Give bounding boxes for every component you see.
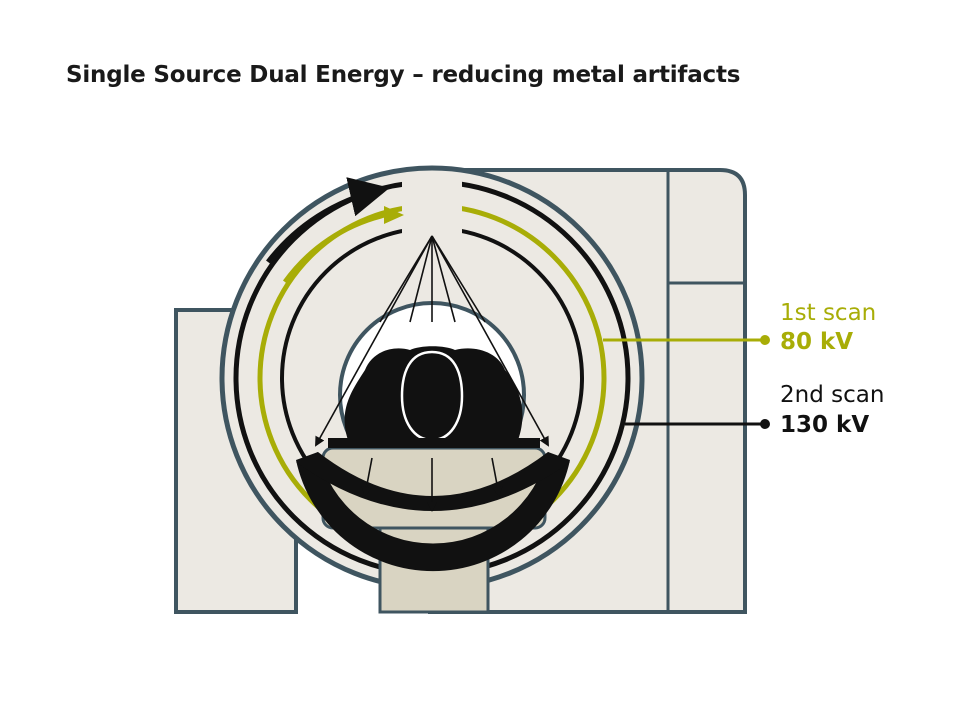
page-title: Single Source Dual Energy – reducing met… [66, 62, 741, 88]
x-ray-beam-arrow-icon [409, 235, 433, 323]
x-ray-beam-arrow-icon [491, 457, 503, 497]
x-ray-beam-arrow-icon [431, 235, 456, 323]
x-ray-beam [315, 235, 549, 512]
patient-body [344, 346, 523, 440]
scan2-label: 2nd scan [780, 382, 884, 408]
scan-direction-arrow-icon [282, 212, 386, 284]
scan2-value: 130 kV [780, 412, 869, 438]
x-ray-tube-source [402, 178, 462, 236]
scan1-value: 80 kV [780, 329, 853, 355]
x-ray-beam-arrow-icon [361, 457, 373, 497]
leader-dot-2nd-scan [760, 419, 770, 429]
x-ray-beam-arrow-icon [379, 235, 433, 323]
detector-arc [296, 452, 570, 572]
scan-direction-arrow-icon [266, 177, 390, 264]
table-pad [328, 438, 540, 448]
x-ray-beam-arrow-icon [431, 235, 549, 447]
x-ray-beam-arrow-icon [315, 235, 433, 447]
scan-direction-arrow-icon [384, 206, 404, 224]
scan1-label: 1st scan [780, 300, 876, 326]
leader-dot-1st-scan [760, 335, 770, 345]
